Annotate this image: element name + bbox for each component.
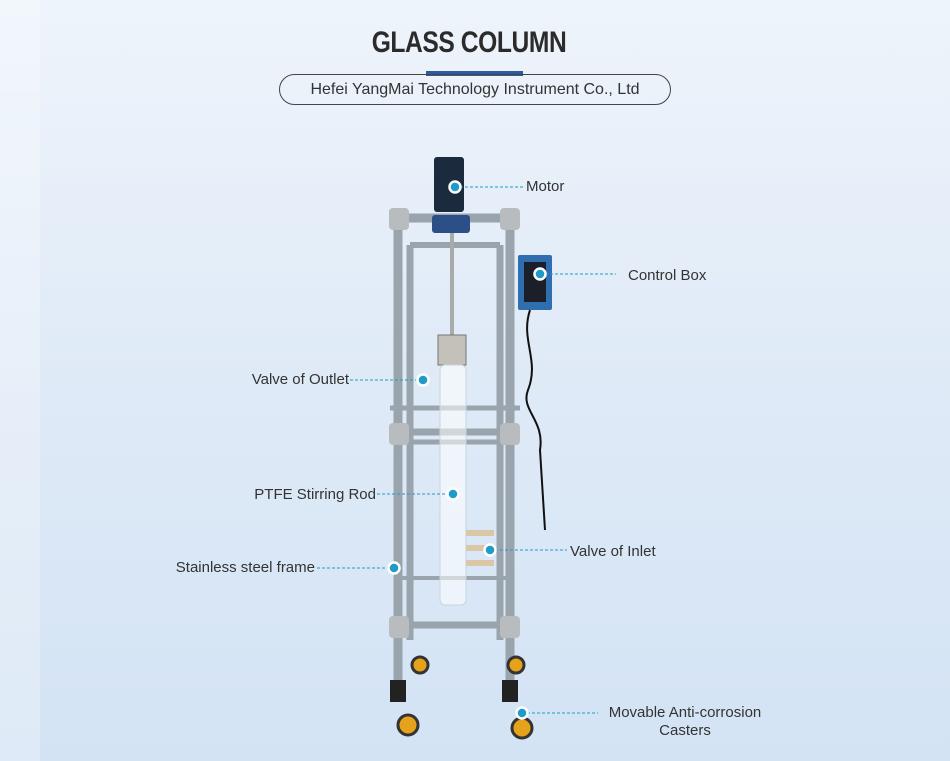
frame-joints — [389, 208, 520, 638]
motor — [432, 157, 470, 233]
control-box-label: Control Box — [628, 267, 707, 284]
frame-label: Stainless steel frame — [175, 559, 315, 576]
stirring-rod-dot — [446, 487, 460, 501]
company-name: Hefei YangMai Technology Instrument Co.,… — [310, 80, 640, 98]
casters-label: Movable Anti-corrosion Casters — [601, 704, 769, 740]
motor-label: Motor — [526, 178, 565, 195]
control-box — [518, 255, 552, 310]
motor-dot — [448, 180, 462, 194]
casters-dot — [515, 706, 529, 720]
flange — [437, 334, 467, 366]
control-box-dot — [533, 267, 547, 281]
valve-inlet-label: Valve of Inlet — [570, 543, 656, 560]
power-cable — [525, 309, 546, 531]
valve-inlet-dot — [483, 543, 497, 557]
valve-outlet-label: Valve of Outlet — [251, 371, 349, 388]
frame-dot — [387, 561, 401, 575]
glass-column — [439, 364, 467, 606]
company-badge: Hefei YangMai Technology Instrument Co.,… — [279, 74, 671, 105]
background-strip — [0, 0, 40, 761]
stirring-rod-label: PTFE Stirring Rod — [254, 486, 376, 503]
valve-outlet-dot — [416, 373, 430, 387]
callout-lines — [317, 186, 616, 714]
page-title: GLASS COLUMN — [371, 26, 567, 59]
inlet-valves — [466, 530, 494, 566]
title-accent-bar — [426, 71, 523, 76]
casters — [390, 655, 534, 740]
casters-label-line2: Casters — [659, 722, 711, 739]
casters-label-line1: Movable Anti-corrosion — [608, 704, 762, 721]
